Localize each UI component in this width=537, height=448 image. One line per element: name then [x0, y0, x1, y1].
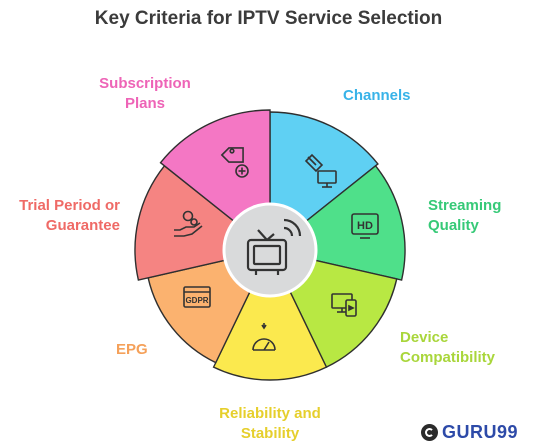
label-epg: EPG: [116, 341, 148, 358]
satellite-tv-icon: [304, 153, 337, 188]
gdpr-text: GDPR: [185, 296, 208, 305]
price-tag-icon: [220, 147, 249, 178]
hd-icon: HD: [351, 213, 379, 239]
guru99-logo-icon: [421, 424, 438, 441]
tv-antenna-icon: [246, 218, 302, 275]
label-channels: Channels: [343, 87, 411, 104]
logo-text: GURU99: [442, 422, 519, 442]
speedometer-icon: [252, 323, 276, 351]
hd-text: HD: [357, 220, 373, 232]
center-hub: [222, 202, 318, 298]
segment-reliability: [212, 248, 328, 381]
devices-icon: [331, 293, 357, 317]
page-title: Key Criteria for IPTV Service Selection: [94, 8, 443, 29]
guru99-logo: GURU99: [421, 422, 518, 443]
gdpr-icon: GDPR: [183, 286, 211, 308]
money-hand-icon: [174, 210, 203, 237]
